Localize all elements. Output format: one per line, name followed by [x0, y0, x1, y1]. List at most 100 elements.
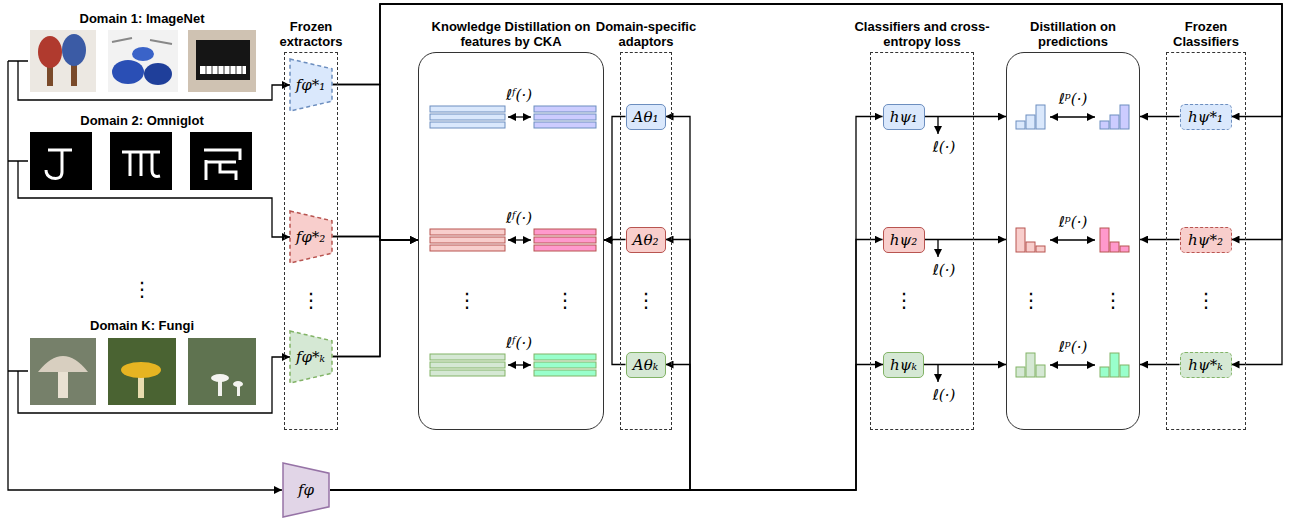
ellipsis: ⋮ [555, 290, 575, 310]
photo [108, 30, 178, 92]
shared-extractor: fφ [282, 462, 330, 518]
connectors [330, 4, 1282, 490]
connector-arrow [330, 365, 690, 491]
double-arrow [1050, 364, 1095, 365]
input-wire [8, 61, 282, 490]
mushroom-cap [211, 374, 229, 382]
maraca [62, 34, 86, 66]
adaptor-box: Aθₖ [626, 352, 666, 378]
classifier-group: Classifiers and cross-entropy losshψ₁hψ₂… [870, 52, 974, 430]
mushroom-cap [233, 381, 243, 387]
double-arrow [1050, 116, 1095, 117]
histogram-bar [1016, 367, 1025, 377]
imagenet-images [30, 30, 256, 92]
loss-label: ℓᵖ(·) [1059, 214, 1088, 230]
drum [112, 60, 144, 84]
node-label: fφ [298, 481, 314, 499]
node-label: fφ*₁ [296, 76, 326, 94]
node-label: Aθₖ [633, 356, 658, 374]
feature-bar [534, 106, 596, 112]
histogram-bar [1120, 105, 1129, 129]
mushroom-stem [237, 384, 240, 396]
double-arrow [508, 364, 531, 365]
histogram-bar [1110, 353, 1119, 377]
connector-arrow [925, 239, 1007, 240]
loss-label: ℓᶠ(·) [506, 335, 532, 351]
histogram-bar [1016, 121, 1025, 129]
trapezoid-shape [290, 211, 332, 263]
feature-bar [534, 370, 596, 376]
connector-arrow [330, 117, 883, 491]
classifier-box: hψₖ [883, 352, 924, 378]
domain-title: Domain 1: ImageNet [80, 11, 205, 26]
histogram-bar [1120, 246, 1129, 252]
ellipsis: ⋮ [636, 290, 656, 310]
loss-arrow [937, 365, 938, 382]
ellipsis: ⋮ [301, 290, 321, 310]
trapezoid-shape [290, 331, 332, 383]
connector-arrow [333, 240, 419, 357]
ellipsis: ⋮ [457, 290, 477, 310]
input-wire [18, 357, 290, 413]
photo [30, 30, 96, 92]
mushroom-cap [121, 362, 161, 378]
adaptor-box: Aθ₂ [626, 227, 666, 253]
node-label: hψ₁ [890, 108, 917, 126]
node-label: Aθ₁ [633, 108, 659, 126]
connector-arrow [330, 117, 690, 491]
node-label: hψₖ [890, 356, 917, 374]
connector-arrow [1140, 364, 1180, 365]
drum [132, 47, 154, 61]
histogram-bar [1036, 365, 1045, 377]
classifier-box: hψ₁ [883, 104, 925, 130]
frozen-classifier-box: hψ*₂ [1180, 227, 1232, 253]
mushroom-cap [38, 356, 88, 372]
loss-label: ℓᵖ(·) [1059, 91, 1088, 107]
node-label: fφ*ₖ [296, 348, 325, 366]
node-label: fφ*₂ [296, 228, 326, 246]
feature-bar [430, 114, 505, 120]
connector-arrow [330, 240, 690, 491]
histogram-bar [1036, 105, 1045, 129]
group-heading: Distillation on predictions [1013, 19, 1133, 49]
fungi-images [30, 338, 256, 405]
node-label: hψ₂ [890, 231, 917, 249]
frozen-extractor: fφ*ₖ [289, 330, 333, 384]
feature-bar [534, 114, 596, 120]
loss-label: ℓᶠ(·) [506, 87, 532, 103]
feature-bar [534, 354, 596, 360]
photo [110, 132, 172, 190]
group-heading: Classifiers and cross-entropy loss [854, 19, 990, 49]
photo [190, 132, 252, 190]
domain-title: Domain K: Fungi [90, 318, 194, 333]
ellipsis: ⋮ [1021, 290, 1041, 310]
feature-bar [430, 362, 505, 368]
feature-distillation-panel: Knowledge Distillation on features by CK… [418, 52, 604, 430]
loss-label: ℓᵖ(·) [1059, 339, 1088, 355]
node-label: Aθ₂ [633, 231, 659, 249]
photo [108, 338, 176, 405]
maraca-handle [71, 62, 77, 86]
histogram-bar [1100, 367, 1109, 377]
prediction-distillation-panel: Distillation on predictions [1006, 52, 1140, 430]
ellipsis: ⋮ [894, 290, 914, 310]
feature-bar [534, 122, 596, 128]
loss-arrow [937, 240, 938, 257]
loss-label: ℓ(·) [933, 262, 956, 278]
glyph [122, 152, 160, 176]
group-heading: Knowledge Distillation on features by CK… [429, 19, 593, 49]
connector-arrow [330, 240, 883, 491]
input-wires [8, 61, 290, 490]
connector-arrow [604, 240, 626, 365]
photo [30, 338, 96, 405]
histogram-bar [1120, 365, 1129, 377]
adaptor-group: Domain-specific adaptorsAθ₁Aθ₂Aθₖ [620, 52, 672, 430]
histogram-bar [1100, 121, 1109, 129]
connector-arrow [604, 239, 626, 241]
frozen-classifier-box: hψ*ₖ [1180, 352, 1232, 378]
feature-bar [430, 354, 505, 360]
extractor-group: Frozen extractorsfφ*₁fφ*₂fφ*ₖ [284, 52, 338, 430]
histogram-bar [1110, 242, 1119, 252]
